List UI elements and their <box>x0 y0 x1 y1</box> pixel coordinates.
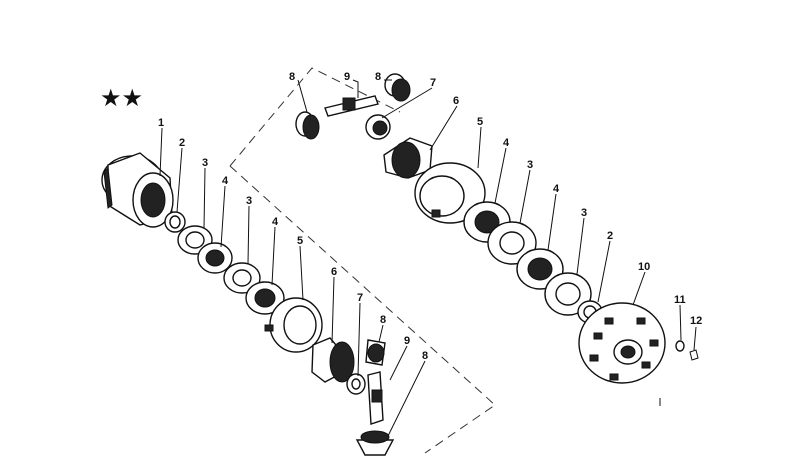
callout-3-right-a: 3 <box>527 159 533 171</box>
part-friction-plate-3c <box>487 221 537 265</box>
callout-labels: 1 2 3 4 3 4 5 6 7 8 9 8 8 9 8 7 6 5 4 3 … <box>158 71 702 362</box>
part-screw <box>689 349 699 361</box>
callout-5-top: 5 <box>477 116 483 128</box>
part-pinion-gear-8c <box>365 339 386 366</box>
part-clutch-disc-4a <box>197 242 233 274</box>
callout-6-top: 6 <box>453 95 459 107</box>
part-pinion-gear-8b <box>384 73 411 102</box>
double-star-mark: ★★ <box>100 85 143 112</box>
callout-11: 11 <box>674 294 686 306</box>
callout-3-left-a: 3 <box>202 157 208 169</box>
part-pinion-gear-8d <box>355 430 395 456</box>
part-cross-pin-left <box>367 371 384 425</box>
part-friction-plate-3b <box>223 262 261 294</box>
callout-9-top: 9 <box>344 71 350 83</box>
part-side-gear-left <box>311 337 355 383</box>
part-pinion-gear-8a <box>295 111 320 140</box>
callout-3-right-b: 3 <box>581 207 587 219</box>
callout-10: 10 <box>638 261 650 273</box>
callout-9-lower: 9 <box>404 335 410 347</box>
part-friction-plate-3d <box>544 272 592 316</box>
callout-2-right: 2 <box>607 230 613 242</box>
callout-12: 12 <box>690 315 702 327</box>
part-cross-pin-top <box>324 95 379 117</box>
callout-7-left: 7 <box>357 292 363 304</box>
part-friction-plate-3a <box>177 225 213 255</box>
part-clutch-disc-4b <box>245 281 285 315</box>
callout-8-lower-b: 8 <box>422 350 428 362</box>
dashed-boundary <box>229 67 496 454</box>
part-side-gear-top <box>383 137 433 179</box>
part-thrust-washer-top <box>365 114 391 140</box>
callout-4-left-a: 4 <box>222 175 229 187</box>
part-pressure-ring-top <box>414 162 486 224</box>
callout-4-right-b: 4 <box>553 183 560 195</box>
callout-8-top-right: 8 <box>375 71 381 83</box>
callout-8-top-left: 8 <box>289 71 295 83</box>
callout-7-top: 7 <box>430 77 436 89</box>
part-cover-flange <box>578 302 666 384</box>
callout-1: 1 <box>158 117 164 129</box>
part-thrust-washer-left <box>346 373 366 395</box>
callout-2-left: 2 <box>179 137 185 149</box>
callout-8-lower-a: 8 <box>380 314 386 326</box>
callout-6-left: 6 <box>331 266 337 278</box>
callout-4-left-b: 4 <box>272 216 279 228</box>
part-pressure-ring-left <box>264 297 323 353</box>
part-nut <box>675 340 685 352</box>
part-housing <box>101 152 174 228</box>
callout-5-left: 5 <box>297 235 303 247</box>
callout-3-left-b: 3 <box>246 195 252 207</box>
part-washer-left <box>164 211 186 233</box>
leader-lines <box>159 79 697 437</box>
callout-4-right-a: 4 <box>503 137 510 149</box>
